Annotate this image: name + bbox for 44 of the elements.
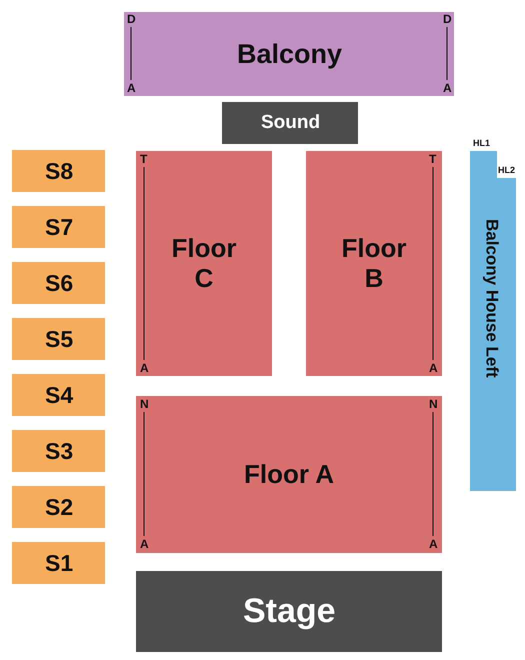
section-label: Floor C [170,234,238,294]
row-letter: A [140,538,149,550]
floor-section [306,151,442,376]
section-label: Floor A [244,460,334,490]
section-label: S6 [45,270,74,296]
floor-section [136,396,442,553]
balcony-section [124,12,454,96]
row-letter: D [443,13,452,25]
section-label: Balcony [237,39,342,70]
section-tag: HL1 [473,139,490,148]
section-label: S5 [45,326,74,352]
side-section [12,318,105,360]
stage [136,571,442,652]
side-section [12,486,105,528]
side-section [12,542,105,584]
row-letter: T [140,153,148,165]
section-label: S3 [45,438,74,464]
section-label: Balcony House Left [482,219,502,378]
row-letter: A [127,82,136,94]
section-label: S1 [45,550,74,576]
section-label: S4 [45,382,74,408]
section-label: S8 [45,158,74,184]
section-tag: HL2 [498,166,516,175]
section-label: Floor B [340,234,408,294]
row-letter: A [429,538,438,550]
row-letter: N [140,398,149,410]
row-letter: A [443,82,452,94]
row-letter: A [140,362,149,374]
side-section [12,206,105,248]
section-label: Stage [243,592,336,632]
section-label: Sound [261,112,320,134]
section-label: S7 [45,214,74,240]
side-section [12,150,105,192]
side-section [12,374,105,416]
floor-section [136,151,272,376]
side-section [12,430,105,472]
balcony-house-section [470,151,516,491]
row-letter: N [429,398,438,410]
row-letter: T [429,153,436,165]
section-label: S2 [45,494,74,520]
row-letter: A [429,362,438,374]
row-letter: D [127,13,136,25]
side-section [12,262,105,304]
sound-booth [222,102,358,144]
